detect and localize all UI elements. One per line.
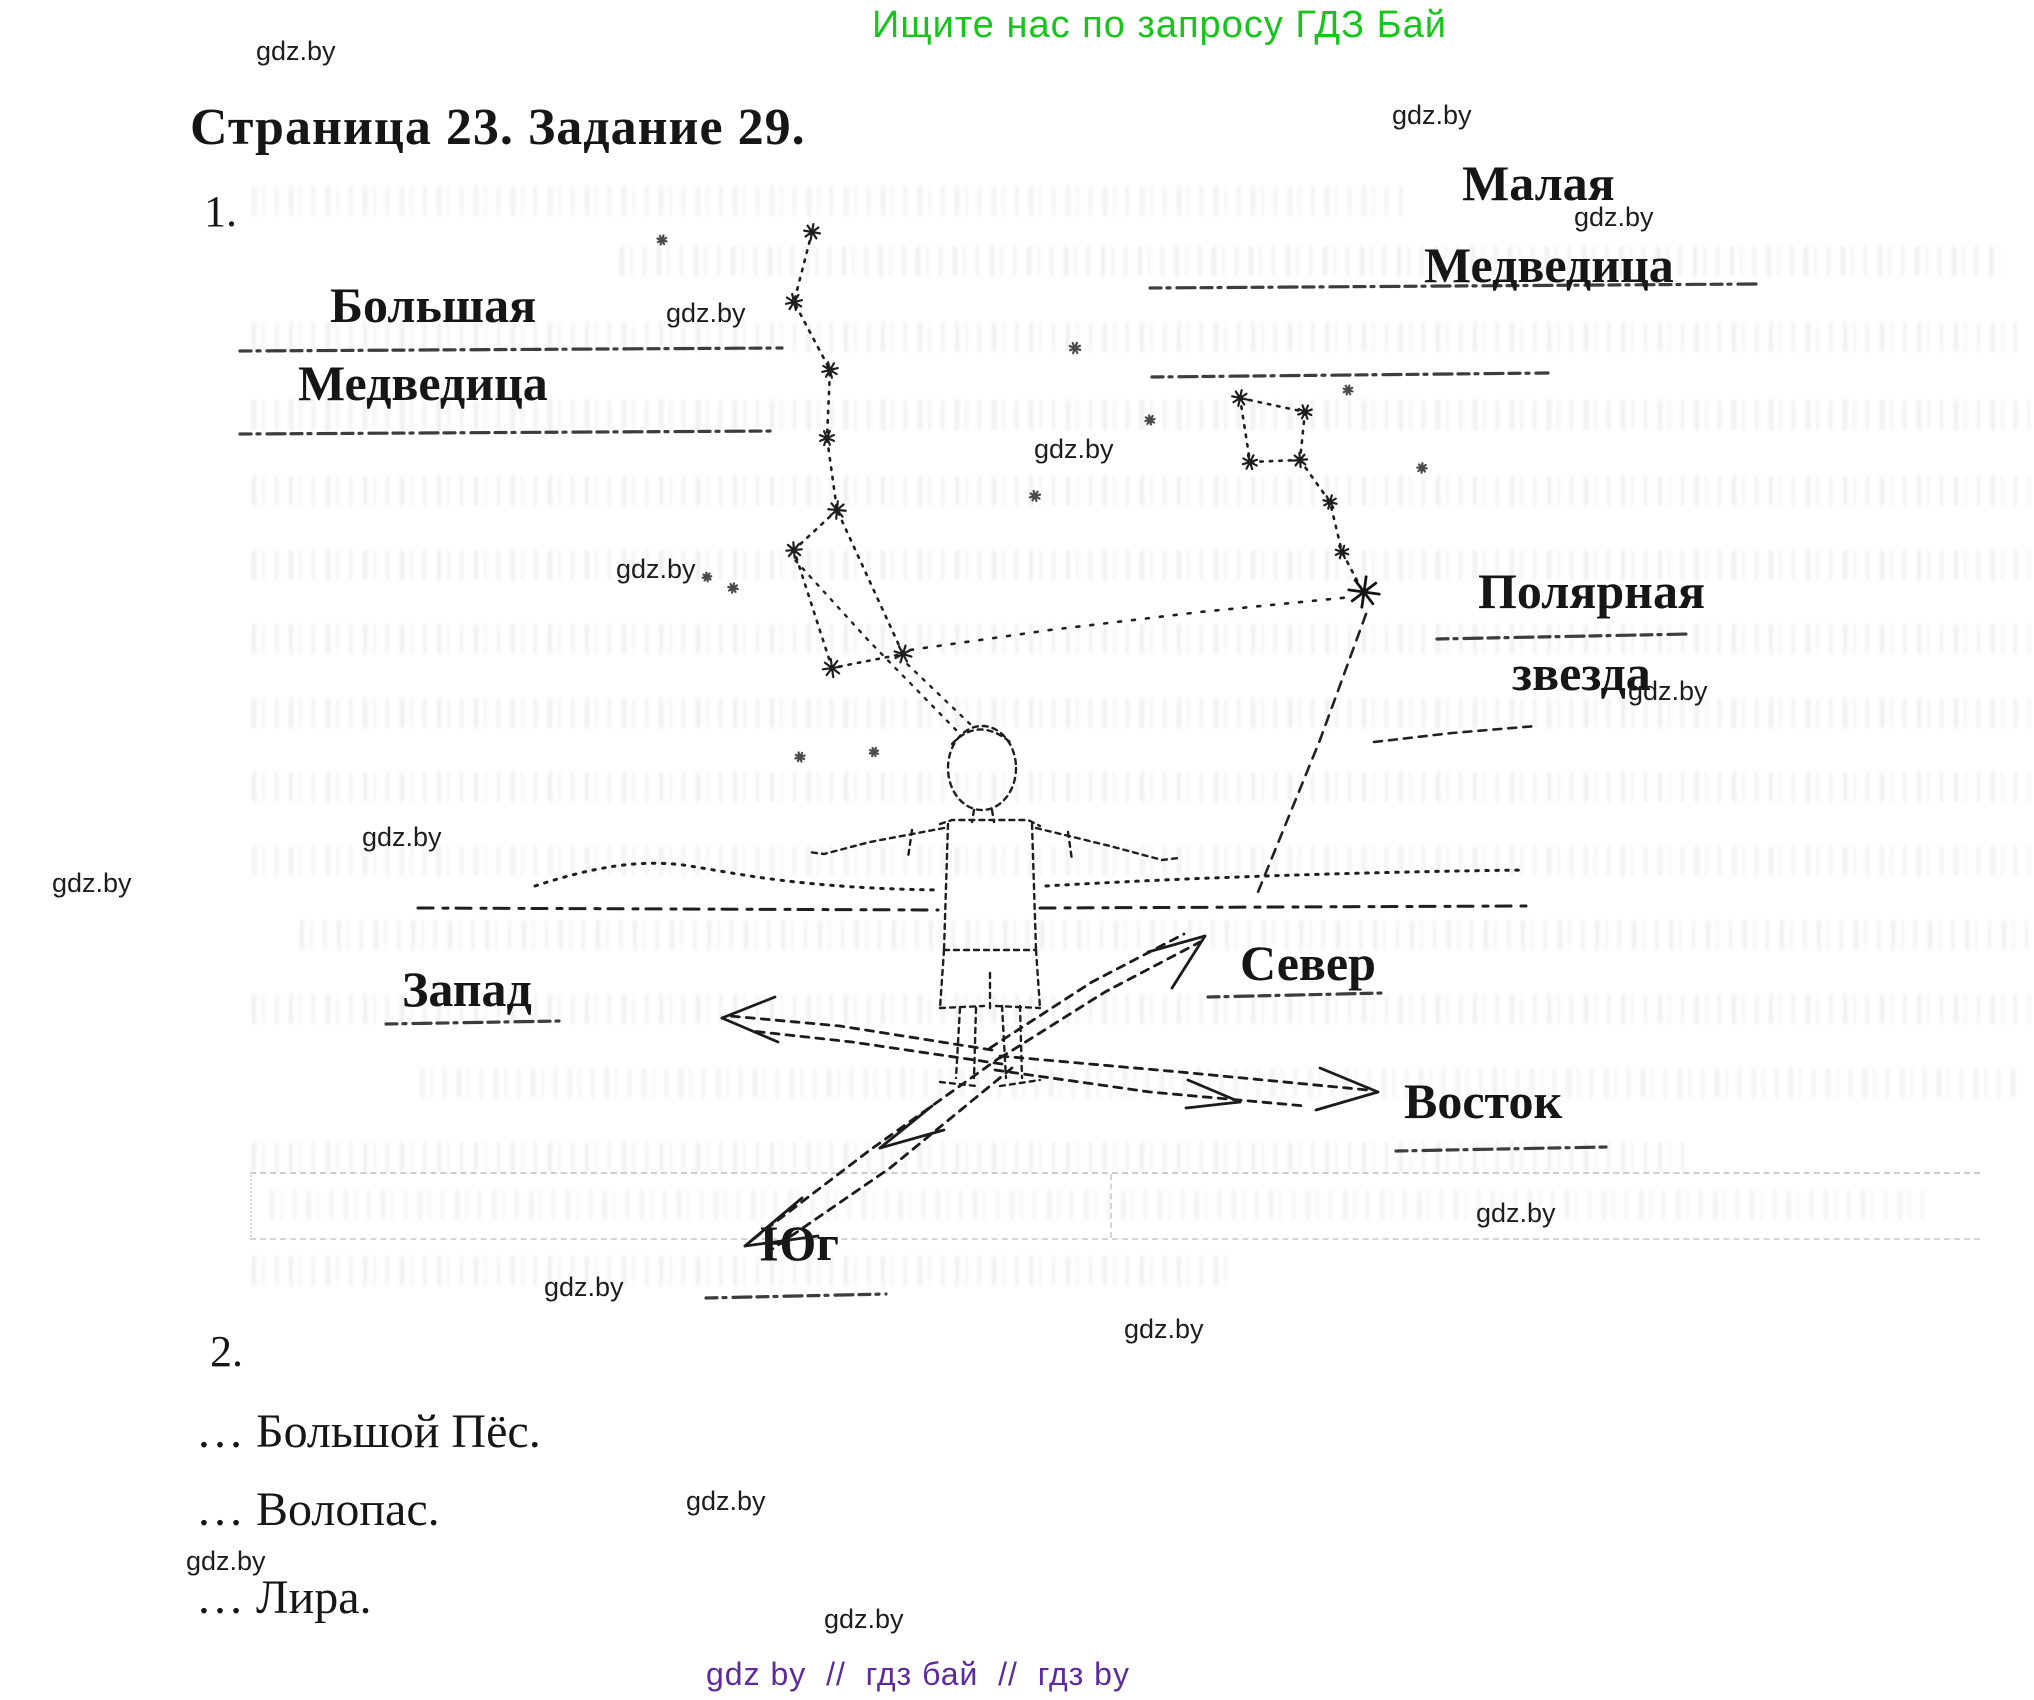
west-arrow xyxy=(722,997,1002,1064)
gdz-watermark: gdz.by xyxy=(1124,1314,1204,1344)
big-dipper-stars xyxy=(781,221,916,680)
big-dipper-label-line1: Большая xyxy=(330,277,537,333)
direction-label-north: Север xyxy=(1240,935,1376,991)
gdz-watermark: gdz.by xyxy=(52,868,132,898)
gdz-watermark: gdz.by xyxy=(544,1272,624,1302)
gdz-watermark: gdz.by xyxy=(824,1604,904,1634)
gdz-watermark: gdz.by xyxy=(1476,1198,1556,1228)
gdz-watermark: gdz.by xyxy=(1392,100,1472,130)
answer-item: … Большой Пёс. xyxy=(196,1405,541,1458)
sight-lines xyxy=(795,560,970,730)
little-dipper-constellation xyxy=(1240,398,1362,590)
gdz-watermark: gdz.by xyxy=(666,298,746,328)
gdz-watermark: gdz.by xyxy=(686,1486,766,1516)
big-dipper-constellation xyxy=(794,232,1352,668)
gdz-watermark: gdz.by xyxy=(256,36,336,66)
direction-label-west: Запад xyxy=(402,961,532,1017)
gdz-watermark: gdz.by xyxy=(1574,202,1654,232)
big-dipper-label-line2: Медведица xyxy=(298,355,548,411)
north-arrow xyxy=(990,934,1205,1058)
horizon-dash xyxy=(1374,726,1536,742)
direction-label-east: Восток xyxy=(1404,1073,1563,1129)
gdz-watermark: gdz.by xyxy=(186,1546,266,1576)
little-dipper-label-line1: Малая xyxy=(1462,155,1615,211)
boy-figure xyxy=(808,726,1178,1086)
page-title: Страница 23. Задание 29. xyxy=(190,99,806,156)
footer-links: gdz by // гдз бай // гдз by xyxy=(706,1656,1130,1692)
scan-table-divider xyxy=(1110,1174,1112,1238)
gdz-watermark: gdz.by xyxy=(616,554,696,584)
promo-header: Ищите нас по запросу ГДЗ Бай xyxy=(872,4,1447,46)
polaris-star xyxy=(1345,573,1383,611)
polaris-label-line1: Полярная xyxy=(1478,563,1706,619)
little-dipper-stars xyxy=(1229,387,1352,562)
gdz-watermark: gdz.by xyxy=(362,822,442,852)
little-dipper-label-line2: Медведица xyxy=(1424,237,1674,293)
south-arrow xyxy=(745,1056,1012,1252)
item-1-number: 1. xyxy=(204,187,237,236)
east-arrow xyxy=(995,1056,1378,1110)
item-2-number: 2. xyxy=(210,1327,243,1376)
polaris-label-line2: звезда xyxy=(1512,645,1651,701)
ground-lines xyxy=(418,863,1526,910)
answer-item: … Лира. xyxy=(196,1571,372,1624)
gdz-watermark: gdz.by xyxy=(1628,676,1708,706)
gdz-watermark: gdz.by xyxy=(1034,434,1114,464)
answer-item: … Волопас. xyxy=(196,1483,440,1536)
scattered-stars xyxy=(655,233,1428,764)
label-underlines xyxy=(240,284,1756,1298)
compass-arrows xyxy=(722,934,1378,1252)
polaris-drop-line xyxy=(1258,614,1366,892)
